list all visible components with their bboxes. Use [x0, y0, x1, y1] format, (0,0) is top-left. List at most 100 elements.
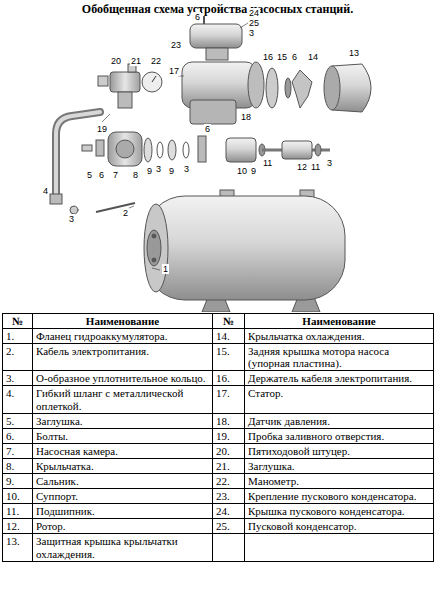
- table-cell: 12.: [3, 519, 33, 534]
- part-name: Крепление пускового конденсатора.: [248, 490, 417, 502]
- drawing-part: [157, 142, 163, 158]
- power-cable: [96, 203, 135, 212]
- drawing-part: [147, 230, 161, 266]
- part-number: 23.: [216, 490, 230, 502]
- table-cell: 25.: [213, 519, 245, 534]
- drawing-part: [152, 76, 156, 82]
- part-name: Ротор.: [36, 520, 66, 532]
- drawing-part: [118, 92, 132, 108]
- part-name: Крыльчатка.: [36, 460, 94, 472]
- pump-chamber: [82, 132, 206, 166]
- callout-number: 19: [96, 124, 108, 134]
- table-cell: Крыльчатка.: [33, 458, 213, 473]
- drawing-part: [198, 136, 206, 162]
- table-cell: Защитная крышка крыльчатки охлаждения.: [33, 534, 213, 561]
- stator: [182, 62, 264, 124]
- table-cell: 23.: [213, 489, 245, 504]
- callout-number: 15: [276, 52, 288, 62]
- table-cell: Наименование: [33, 314, 213, 329]
- table-cell: Гибкий шланг с металлической оплеткой.: [33, 386, 213, 413]
- callout-number: 2: [122, 208, 129, 218]
- callout-number: 14: [307, 52, 319, 62]
- table-cell: Суппорт.: [33, 489, 213, 504]
- callout-number: 3: [183, 164, 190, 174]
- drawing-part: [282, 141, 312, 159]
- table-cell: Заглушка.: [245, 458, 434, 473]
- part-number: 12.: [6, 520, 20, 532]
- table-cell: 3.: [3, 371, 33, 386]
- table-cell: 9.: [3, 474, 33, 489]
- callout-number: 17: [168, 66, 180, 76]
- part-name: Суппорт.: [36, 490, 78, 502]
- part-name: Заглушка.: [248, 460, 295, 472]
- part-number: 3.: [6, 372, 14, 384]
- part-number: 24.: [216, 505, 230, 517]
- part-number: 22.: [216, 475, 230, 487]
- drawing-part: [190, 100, 236, 124]
- leader-lines: [102, 18, 256, 270]
- table-cell: Датчик давления.: [245, 413, 434, 428]
- drawing-part: [70, 206, 78, 214]
- drawing-part: [206, 48, 228, 60]
- part-name: Насосная камера.: [36, 445, 118, 457]
- table-cell: Пробка заливного отверстия.: [245, 428, 434, 443]
- callout-number: 9: [146, 166, 153, 176]
- table-cell: 10.: [3, 489, 33, 504]
- drawing-part: [50, 194, 62, 204]
- drawing-part: [190, 24, 242, 48]
- part-name: Фланец гидроаккумулятора.: [36, 330, 168, 342]
- drawing-part: [152, 234, 156, 238]
- table-cell: Заглушка.: [33, 413, 213, 428]
- part-name: Пусковой конденсатор.: [248, 520, 356, 532]
- part-number: 4.: [6, 387, 14, 399]
- part-number: 6.: [6, 430, 14, 442]
- drawing-part: [82, 145, 92, 151]
- drawing-part: [96, 140, 104, 156]
- table-cell: 16.: [213, 371, 245, 386]
- table-cell: Фланец гидроаккумулятора.: [33, 329, 213, 344]
- callout-number: 5: [86, 170, 93, 180]
- part-name: Заглушка.: [36, 415, 83, 427]
- fitting-gauge: [98, 64, 162, 108]
- table-cell: 18.: [213, 413, 245, 428]
- callout-number: 20: [110, 56, 122, 66]
- callout-number: 3: [155, 164, 162, 174]
- table-cell: [245, 534, 434, 561]
- callout-number: 3: [248, 28, 255, 38]
- part-name: Крыльчатка охлаждения.: [248, 330, 364, 342]
- part-number: 15.: [216, 345, 230, 357]
- callout-number: 1: [162, 264, 169, 274]
- callout-number: 10: [236, 166, 248, 176]
- part-number: 7.: [6, 445, 14, 457]
- capacitor: [190, 16, 242, 60]
- drawing-part: [56, 112, 100, 196]
- table-cell: Держатель кабеля электропитания.: [245, 371, 434, 386]
- table-cell: 19.: [213, 428, 245, 443]
- drawing-part: [152, 268, 160, 270]
- motor-parts: [226, 138, 330, 162]
- table-cell: 22.: [213, 474, 245, 489]
- callout-number: 7: [112, 170, 119, 180]
- part-name: Подшипник.: [36, 505, 95, 517]
- part-number: 19.: [216, 430, 230, 442]
- table-cell: 21.: [213, 458, 245, 473]
- part-name: Болты.: [36, 430, 68, 442]
- callout-number: 13: [348, 48, 360, 58]
- part-number: 18.: [216, 415, 230, 427]
- table-cell: 8.: [3, 458, 33, 473]
- table-cell: 15.: [213, 344, 245, 371]
- pump-illustration: [0, 0, 435, 312]
- callout-number: 3: [68, 214, 75, 224]
- part-number: 14.: [216, 330, 230, 342]
- table-cell: Крыльчатка охлаждения.: [245, 329, 434, 344]
- table-cell: Статор.: [245, 386, 434, 413]
- part-name: О-образное уплотнительное кольцо.: [36, 372, 206, 384]
- table-cell: №: [3, 314, 33, 329]
- drawing-part: [110, 72, 140, 92]
- drawing-part: [203, 16, 205, 24]
- drawing-part: [226, 138, 256, 162]
- callout-number: 23: [170, 40, 182, 50]
- part-number: 9.: [6, 475, 14, 487]
- part-name: Держатель кабеля электропитания.: [248, 372, 412, 384]
- callout-number: 18: [240, 112, 252, 122]
